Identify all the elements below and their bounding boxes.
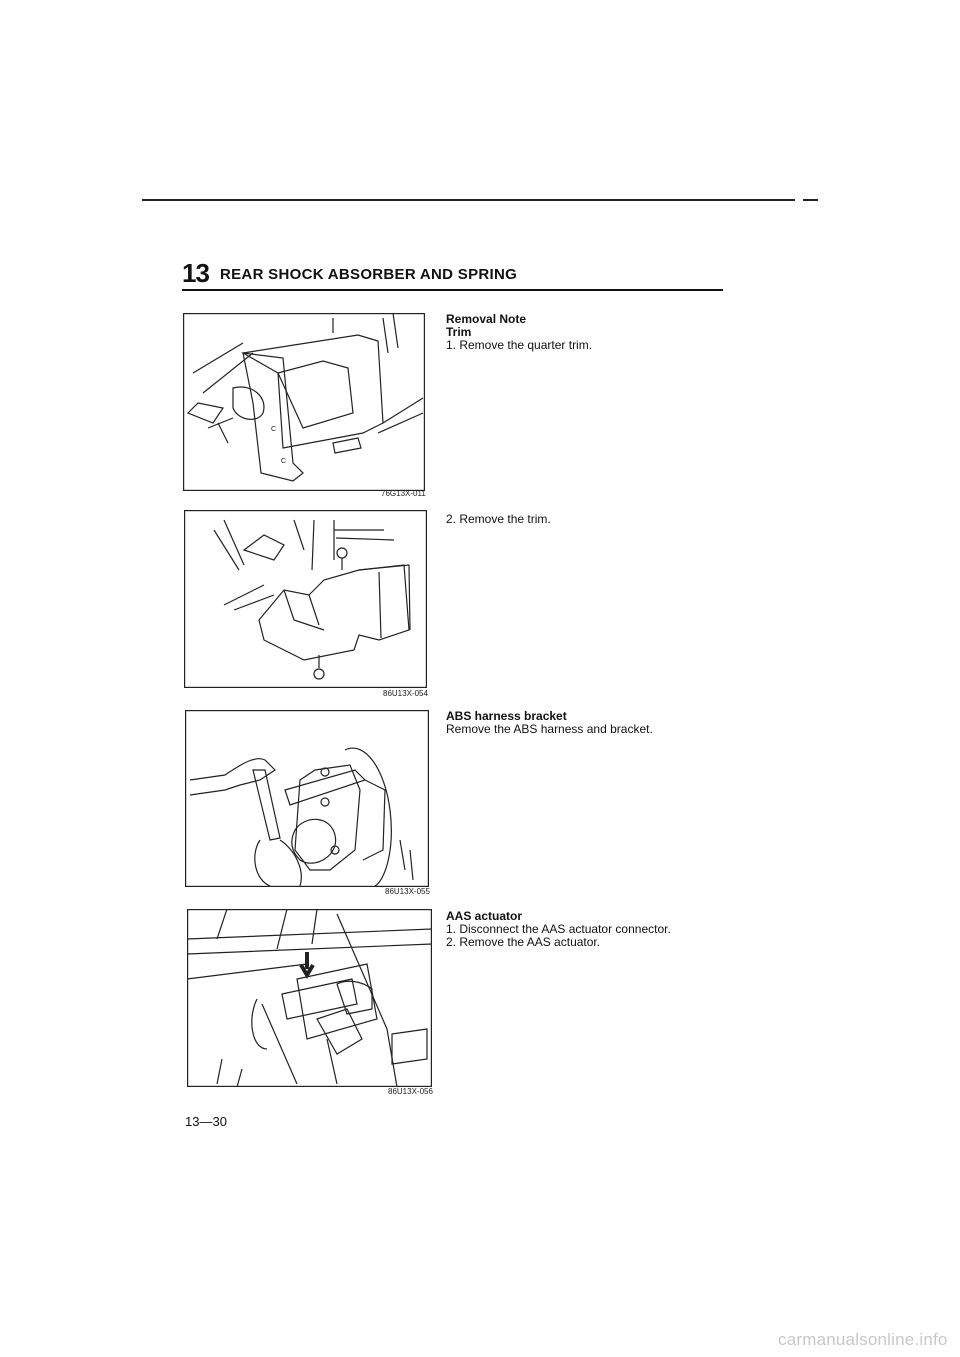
- svg-text:C: C: [281, 458, 286, 465]
- quarter-trim-illustration-icon: C C: [183, 313, 425, 491]
- figure-code: 86U13X-054: [383, 689, 428, 698]
- aas-actuator-illustration-icon: [187, 909, 432, 1087]
- instruction-line: 1. Disconnect the AAS actuator connector…: [446, 922, 671, 936]
- watermark-text: carmanualsonline.info: [778, 1330, 948, 1349]
- section-heading: Removal Note: [446, 312, 527, 326]
- section-trim-quarter: Removal Note Trim 1. Remove the quarter …: [446, 313, 592, 352]
- top-rule: [142, 199, 818, 201]
- section-subheading: Trim: [446, 325, 472, 339]
- chapter-title: REAR SHOCK ABSORBER AND SPRING: [220, 266, 518, 283]
- section-aas-actuator: AAS actuator 1. Disconnect the AAS actua…: [446, 910, 671, 949]
- trim-clip-illustration-icon: [184, 510, 427, 688]
- instruction-line: 2. Remove the trim.: [446, 512, 551, 526]
- page-number: 13—30: [185, 1114, 227, 1129]
- instruction-line: 2. Remove the AAS actuator.: [446, 935, 601, 949]
- abs-bracket-illustration-icon: [185, 710, 429, 887]
- section-trim: 2. Remove the trim.: [446, 513, 551, 526]
- header-rule: [182, 289, 723, 291]
- top-rule-gap: [795, 198, 803, 202]
- svg-text:C: C: [271, 426, 276, 433]
- instruction-line: 1. Remove the quarter trim.: [446, 338, 593, 352]
- figure-code: 86U13X-056: [388, 1087, 433, 1096]
- section-abs-bracket: ABS harness bracket Remove the ABS harne…: [446, 710, 653, 736]
- figure-code: 76G13X-011: [381, 489, 426, 498]
- figure-code: 86U13X-055: [385, 887, 430, 896]
- section-heading: AAS actuator: [446, 909, 523, 923]
- instruction-line: Remove the ABS harness and bracket.: [446, 722, 653, 736]
- section-heading: ABS harness bracket: [446, 709, 567, 723]
- chapter-number: 13: [182, 258, 210, 288]
- chapter-header: 13 REAR SHOCK ABSORBER AND SPRING: [182, 258, 722, 288]
